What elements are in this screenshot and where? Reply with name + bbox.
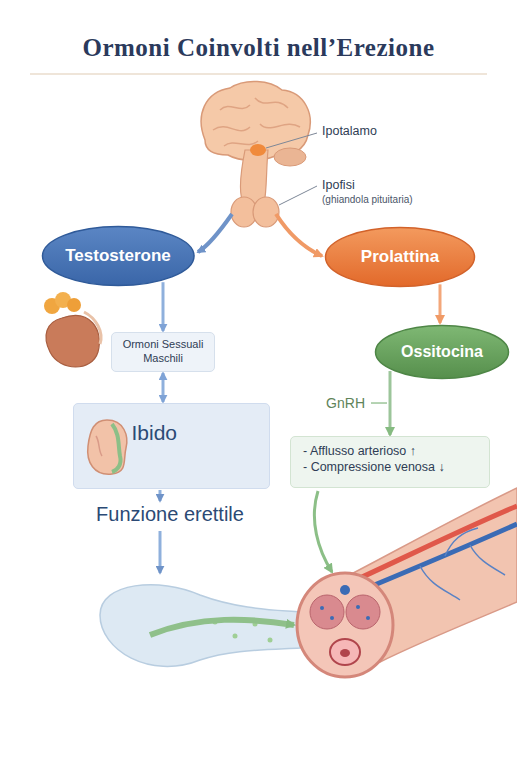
node-text-group: Ormoni Sessuali Maschili [118,338,208,366]
flow-arrow [159,490,162,501]
flow-arrow [276,214,322,256]
part-label: Ipofisi [322,178,355,192]
node-text: Ibido [132,420,259,446]
dorsal-vessel [340,585,350,595]
organ-shape [87,420,126,474]
cerebellum [274,148,306,166]
flow-arrow [159,531,162,573]
blood-flow-illustration [100,585,300,667]
ellipse-fill [376,326,509,379]
node-text-group: Ossitocina [401,342,483,362]
hormone-ellipse: Testosterone [41,225,196,287]
epididymis [67,298,81,312]
diagram-title: Ormoni Coinvolti nell’Erezione [82,34,434,62]
tissue-dot [320,606,324,610]
node-text-group: Testosterone [65,245,171,266]
urethra-lumen [340,649,350,657]
urethra [330,639,360,665]
vein-branch [420,566,460,600]
leader-line [266,133,317,148]
corpus-cavernosum [346,595,380,629]
cross-section [297,573,393,677]
vein [372,524,517,586]
node-text: Testosterone [65,245,171,266]
tissue-dot [330,616,334,620]
organ-stripe [112,424,121,472]
testis-illustration [46,316,99,367]
part-label: Ipotalamo [322,124,377,138]
flow-arrow [314,491,332,572]
hormone-group-box: Ormoni Sessuali Maschili [111,332,215,372]
node-text: Prolattina [361,246,439,267]
part-note: (ghiandola pituitaria) [322,194,413,205]
brain-gyrus [213,127,250,131]
hormone-ellipse: Ossitocina [374,324,510,380]
tissue-dot [356,605,360,609]
artery [360,506,517,578]
connector-arrow [162,282,165,331]
vein-branch [445,528,478,556]
connector-arrow [389,371,392,435]
connector-arrow [162,373,165,402]
brain-gyrus [224,141,258,146]
label-leader [371,402,387,404]
hypothalamus [250,144,266,156]
ellipse-fill [326,228,475,287]
libido-panel: Ibido [73,403,270,489]
title-rule [30,73,487,75]
ellipse-fill [42,227,194,286]
tissue-dot [366,616,370,620]
corpus-cavernosum [310,595,344,629]
organ-illustration [82,416,132,478]
brain-gyrus [220,105,250,110]
organ-fold [96,436,102,456]
brain-gyrus [255,98,288,108]
brain-stem [240,150,268,204]
flow-dot [233,634,238,639]
hormone-ellipse: Prolattina [324,226,476,288]
node-text-group: - Afflusso arterioso ↑- Compressione ven… [303,444,477,475]
duct [84,312,101,344]
connector-arrow [439,284,442,323]
leader-line [279,186,317,205]
flow-arrow [198,214,232,252]
stage-label: Funzione erettile [96,503,244,526]
flow-dot [268,638,273,643]
brain-gyrus [260,124,300,128]
flow-arrow [150,620,294,635]
node-text: Ossitocina [401,342,483,362]
node-text: Ormoni Sessuali Maschili [118,338,208,366]
node-text-group: Prolattina [361,246,439,267]
node-text: - Afflusso arterioso ↑ [303,444,477,460]
node-text: - Compressione venosa ↓ [303,460,477,476]
signal-label: GnRH [323,395,368,411]
vein-branch [470,545,505,575]
effect-box: - Afflusso arterioso ↑- Compressione ven… [290,436,490,488]
pituitary-lobe [253,197,279,227]
node-text-group: Ibido [132,420,259,446]
